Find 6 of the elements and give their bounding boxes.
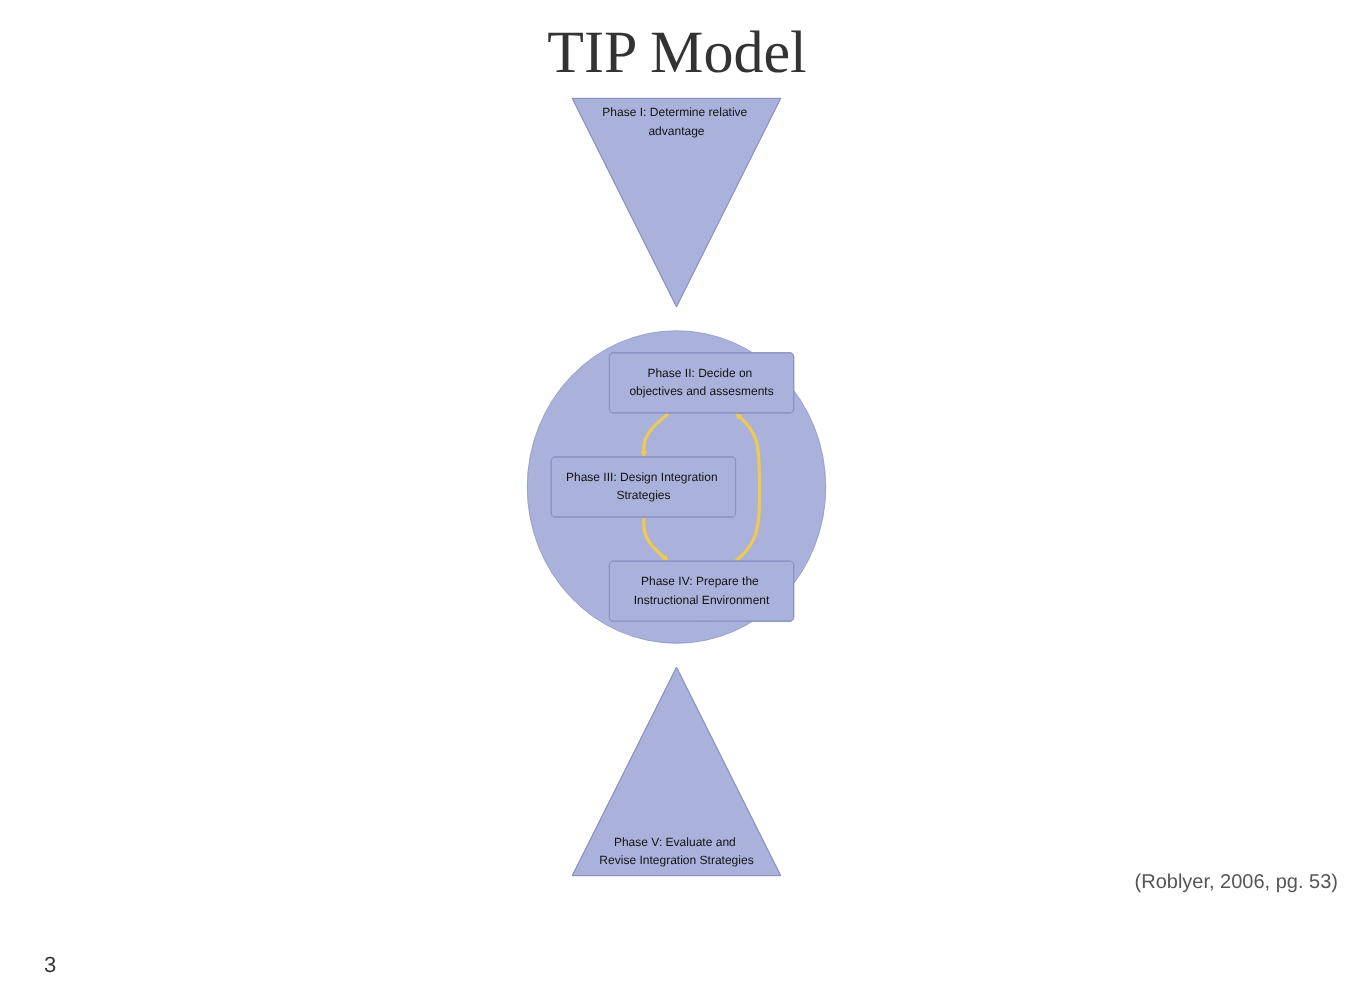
title: TIP Model (545, 20, 809, 88)
arrow (734, 412, 762, 563)
slide-number: 3 (44, 954, 57, 978)
arrow (640, 412, 670, 458)
arrow (642, 517, 670, 562)
citation: (Roblyer, 2006, pg. 53) (1134, 872, 1338, 894)
